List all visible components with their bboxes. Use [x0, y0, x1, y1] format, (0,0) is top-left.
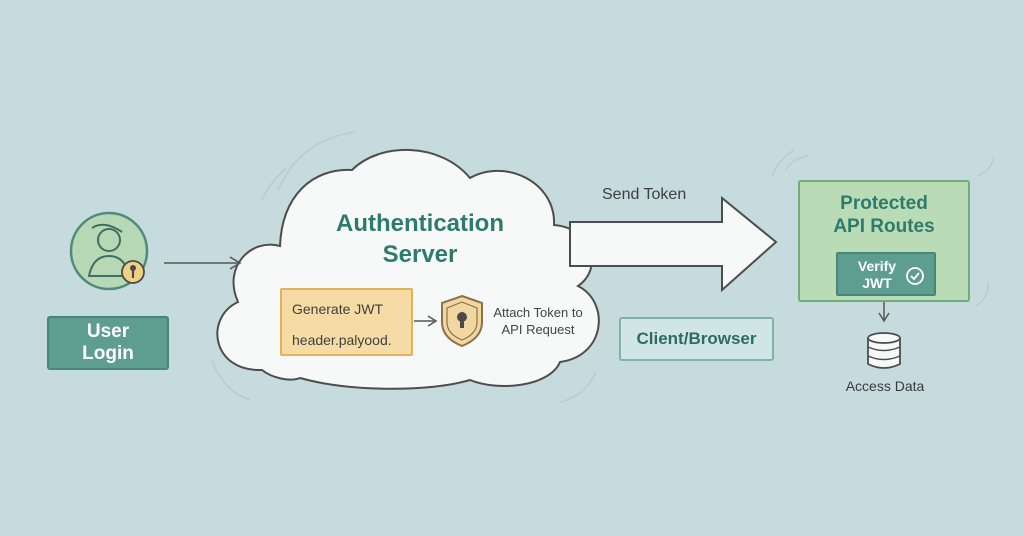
arrow-jwt-to-shield [414, 315, 438, 327]
server-title: Authentication Server [336, 210, 504, 268]
check-circle-icon [906, 267, 924, 285]
generate-jwt-subtitle: header.palyood. [292, 332, 392, 348]
verify-jwt-box: Verify JWT [836, 252, 936, 296]
arrow-user-to-server [164, 256, 242, 270]
protected-api-box: Protected API Routes Verify JWT [798, 180, 970, 302]
lock-badge-icon [121, 260, 145, 284]
box-sketch-mark [771, 149, 795, 177]
cloud-sketch-mark [261, 167, 287, 201]
access-data-label: Access Data [845, 378, 925, 394]
user-login-label: User Login [47, 316, 169, 370]
box-sketch-mark [977, 155, 995, 177]
cloud-sketch-mark [277, 131, 356, 191]
cloud-sketch-mark [559, 371, 597, 403]
verify-jwt-label: Verify JWT [857, 258, 897, 291]
database-icon [867, 332, 901, 369]
send-token-arrow [569, 195, 778, 293]
attach-token-label: Attach Token to API Request [493, 305, 583, 337]
client-browser-box: Client/Browser [619, 317, 774, 361]
protected-api-title: Protected API Routes [833, 193, 935, 237]
cloud-sketch-mark [211, 359, 251, 401]
send-token-label: Send Token [602, 186, 687, 203]
generate-jwt-box: Generate JWT header.palyood. [280, 288, 413, 356]
box-sketch-mark [975, 281, 989, 307]
shield-lock-icon [441, 294, 483, 348]
generate-jwt-title: Generate JWT [292, 301, 384, 317]
arrow-to-database [878, 302, 890, 323]
box-sketch-mark [785, 155, 809, 171]
